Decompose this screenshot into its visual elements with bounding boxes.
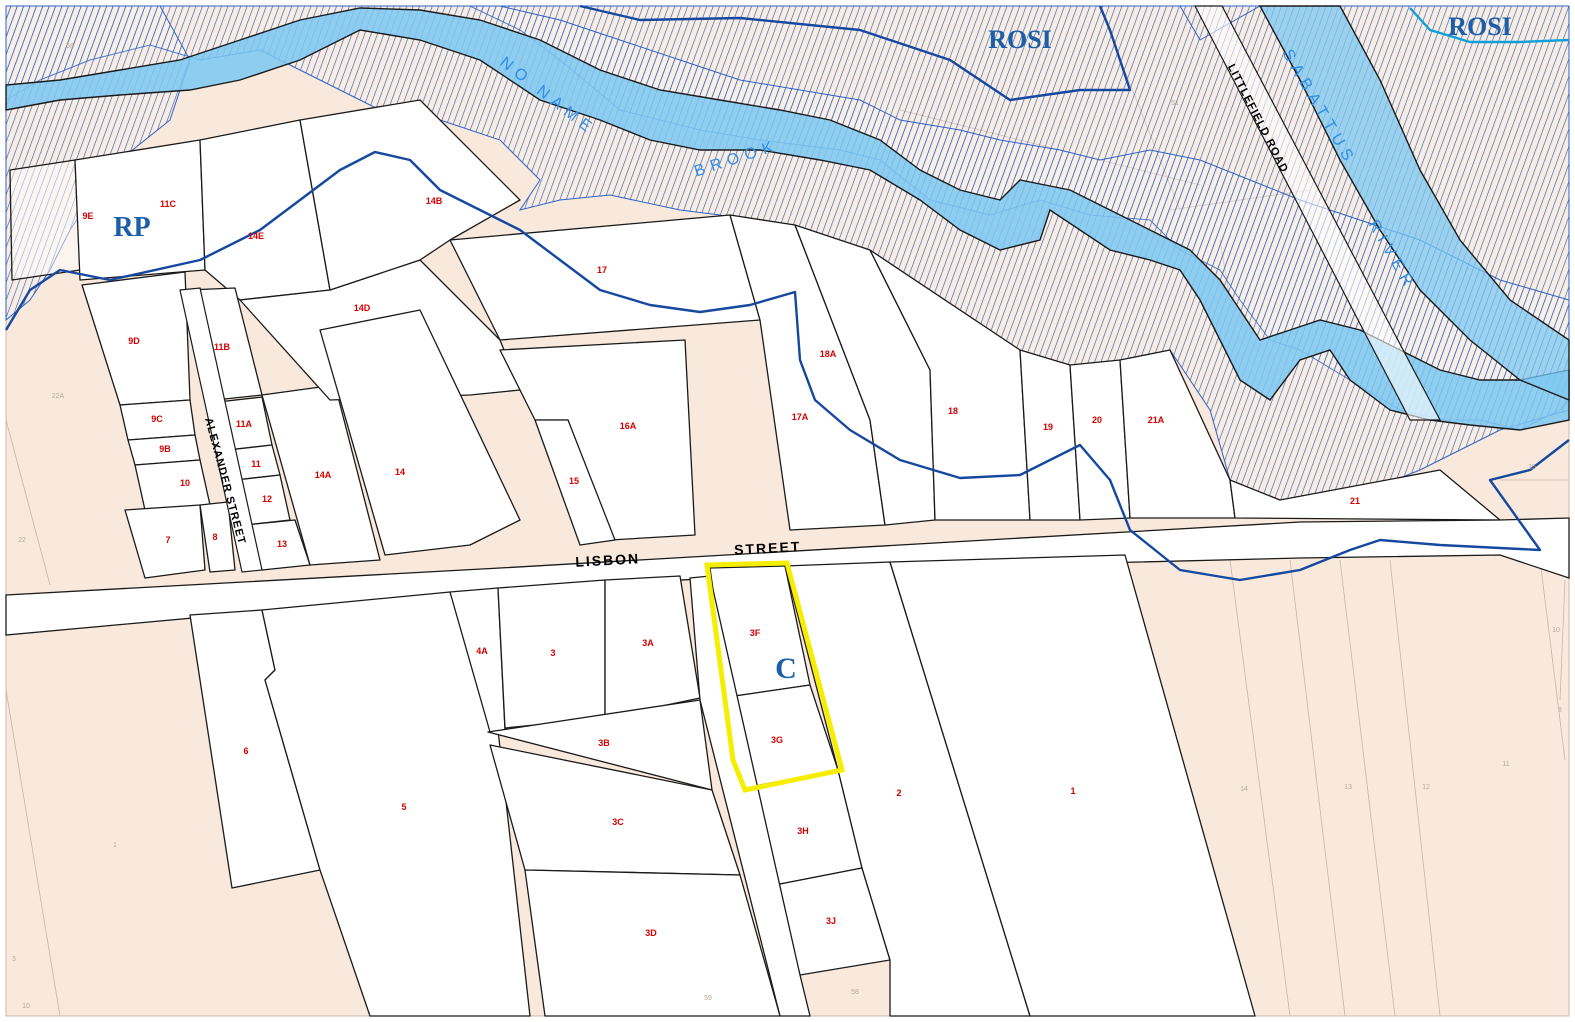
ghost-3: 3	[12, 956, 16, 963]
zone-boundaries	[4, 4, 1570, 582]
ghost-15: 15	[1528, 464, 1536, 471]
zone-label-c: C	[775, 652, 797, 685]
label-14D: 14D	[354, 303, 371, 313]
ghost-59: 59	[704, 995, 712, 1002]
label-6: 6	[243, 746, 248, 756]
label-3J: 3J	[826, 916, 836, 926]
ghost-8: 8	[1558, 707, 1562, 714]
parcel-15	[534, 419, 616, 546]
ghost-51: 51	[1171, 100, 1179, 107]
zone-label-rosi-2: ROSI	[1448, 12, 1512, 41]
label-11A: 11A	[236, 419, 253, 429]
label-3H: 3H	[797, 826, 809, 836]
label-9E: 9E	[82, 211, 93, 221]
label-3F: 3F	[750, 628, 761, 638]
label-15: 15	[569, 476, 579, 486]
label-12: 12	[262, 494, 272, 504]
label-11: 11	[251, 459, 261, 469]
parcel-8	[199, 501, 236, 573]
label-11B: 11B	[214, 342, 231, 352]
littlefield-road	[1194, 5, 1441, 421]
parcel-1	[889, 554, 1256, 1017]
label-14E: 14E	[248, 231, 264, 241]
zone-label-rp: RP	[113, 212, 150, 243]
ghost-13: 13	[1344, 784, 1352, 791]
label-21A: 21A	[1148, 415, 1165, 425]
parcel-3D	[524, 869, 781, 1017]
parcel-14A	[261, 384, 381, 566]
parcel-21	[1229, 469, 1501, 521]
alexander-street-road	[179, 287, 263, 573]
ghost-14: 14	[1240, 786, 1248, 793]
zone-label-rosi-1: ROSI	[988, 25, 1052, 54]
label-9C: 9C	[151, 414, 163, 424]
label-9B: 9B	[159, 444, 171, 454]
ghost-10: 10	[1552, 627, 1560, 634]
label-2: 2	[896, 788, 901, 798]
ghost-11: 11	[1502, 761, 1509, 768]
label-3D: 3D	[645, 928, 657, 938]
label-17A: 17A	[792, 412, 809, 422]
label-3G: 3G	[771, 735, 783, 745]
lisbon-label: LISBON	[575, 550, 641, 569]
ghost-10b: 10	[22, 1003, 30, 1010]
subject-parcel-highlight	[704, 560, 846, 793]
parcel-18	[869, 249, 1031, 521]
label-14: 14	[395, 467, 405, 477]
zone-line-rp-rosi	[4, 150, 1570, 582]
label-18: 18	[948, 406, 958, 416]
parcels-south	[189, 554, 1256, 1017]
ghost-58: 58	[66, 43, 74, 50]
ghost-12: 12	[1422, 784, 1430, 791]
sabattus-river	[1258, 5, 1570, 402]
label-9D: 9D	[128, 336, 140, 346]
label-20: 20	[1092, 415, 1102, 425]
parcel-3B	[487, 699, 713, 791]
label-17: 17	[597, 265, 607, 275]
label-3: 3	[550, 648, 555, 658]
ghost-22A: 22A	[52, 393, 65, 400]
zone-line-rosi-north	[579, 4, 1132, 102]
street-label: STREET	[734, 538, 802, 557]
label-1: 1	[1070, 786, 1075, 796]
label-3C: 3C	[612, 817, 624, 827]
label-19: 19	[1043, 422, 1053, 432]
ghost-58b: 58	[851, 989, 859, 996]
ghost-22: 22	[18, 537, 26, 544]
label-3A: 3A	[642, 638, 654, 648]
label-13: 13	[277, 539, 287, 549]
label-16A: 16A	[620, 421, 637, 431]
parcel-10	[134, 459, 211, 511]
parcel-14	[319, 309, 521, 556]
parcel-labels: 9E 11C 14E 14B 17 14D 9D 11B 18A 9C 11A …	[82, 196, 1360, 938]
label-14A: 14A	[315, 470, 332, 480]
label-4A: 4A	[476, 646, 488, 656]
label-18A: 18A	[820, 349, 837, 359]
ghost-1: 1	[113, 842, 117, 849]
ghost-labels: 58 51 22A 22 15 10 8 11 12 13 14 1 3 10 …	[12, 43, 1562, 1010]
parcels-north	[9, 99, 1501, 579]
label-11C: 11C	[160, 199, 177, 209]
label-3B: 3B	[598, 738, 610, 748]
label-7: 7	[165, 535, 170, 545]
label-5: 5	[401, 802, 406, 812]
parcel-7	[124, 504, 206, 579]
label-10: 10	[180, 478, 190, 488]
parcel-11C	[74, 139, 206, 281]
parcel-9E	[9, 159, 81, 281]
wetland-lower	[5, 5, 1570, 501]
label-14B: 14B	[426, 196, 443, 206]
label-8: 8	[212, 532, 217, 542]
zone-line-rosi-east	[1409, 7, 1570, 44]
label-21: 21	[1350, 496, 1360, 506]
